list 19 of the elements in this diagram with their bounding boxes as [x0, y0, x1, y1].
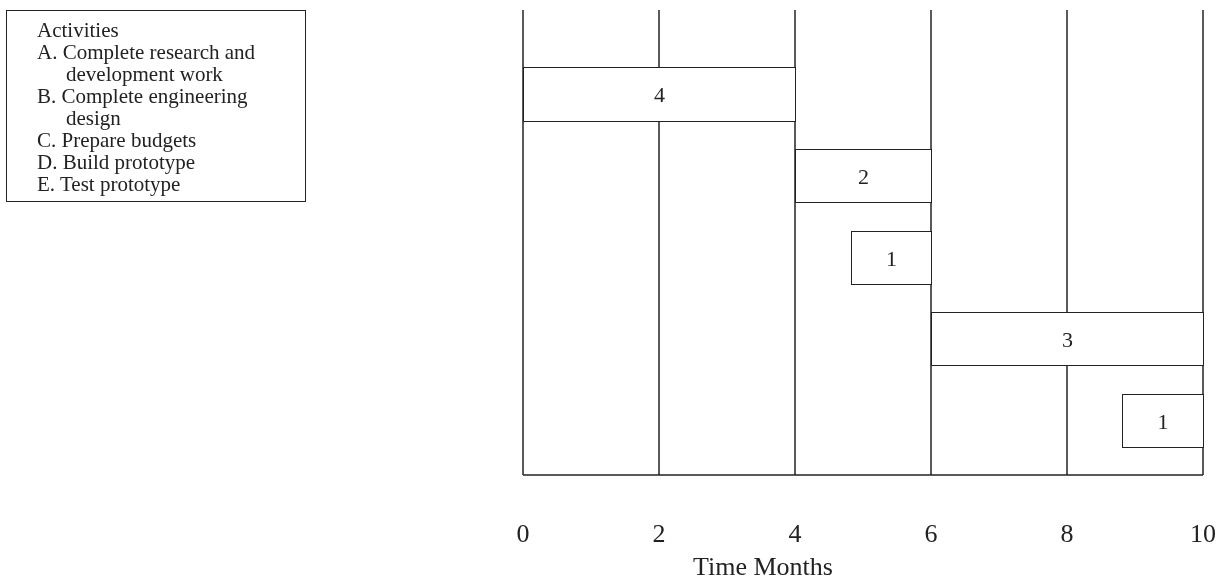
activity-bar: 4	[523, 67, 796, 122]
activity-item: E. Test prototype	[37, 173, 181, 195]
activity-bar: 1	[1122, 394, 1204, 448]
axis-title: Time Months	[692, 551, 834, 583]
activity-bar: 1	[851, 231, 932, 285]
axis-tick-label: 8	[1059, 518, 1075, 550]
legend-heading: Activities	[37, 19, 120, 41]
axis-tick-label: 0	[515, 518, 531, 550]
axis-tick-label: 2	[651, 518, 667, 550]
activity-item: D. Build prototype	[37, 151, 197, 173]
axis-tick-label: 4	[787, 518, 803, 550]
activity-item: A. Complete research and development work	[37, 41, 257, 85]
axis-tick-label: 6	[923, 518, 939, 550]
activity-item: C. Prepare budgets	[37, 129, 198, 151]
activity-bar: 3	[931, 312, 1204, 366]
activity-bar: 2	[795, 149, 932, 203]
axis-tick-label: 10	[1189, 518, 1217, 550]
activity-item: B. Complete engineering design	[37, 85, 249, 129]
legend-box	[6, 10, 306, 202]
